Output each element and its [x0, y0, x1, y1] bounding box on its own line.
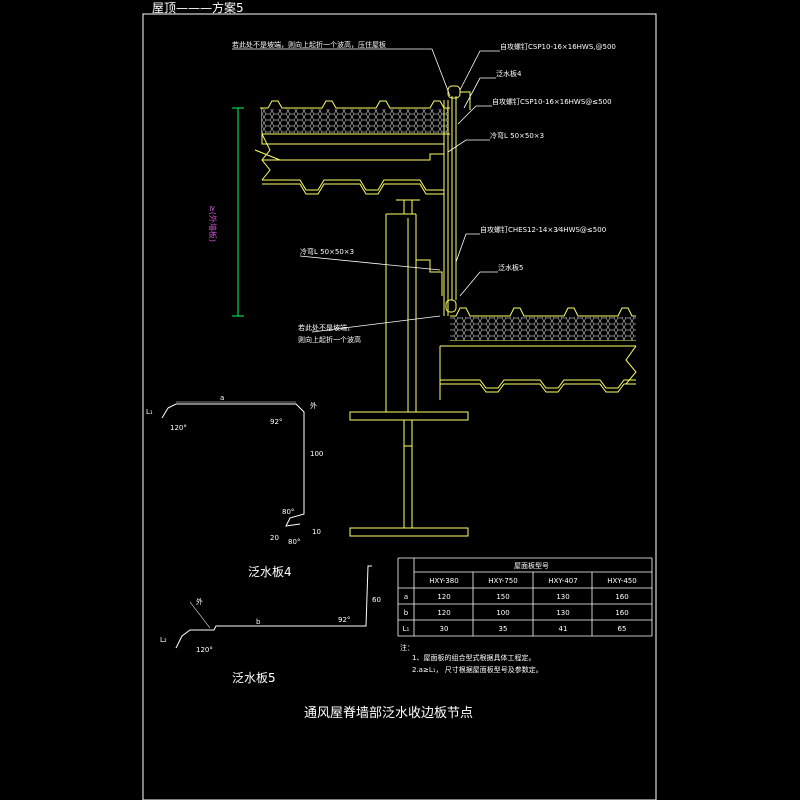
flashing5-angle92: 92° [338, 616, 350, 624]
table-column-header: HXY-450 [607, 577, 636, 585]
drawing-border [142, 13, 657, 800]
vertical-dimension: ≥(外墙板) [208, 107, 244, 317]
table-cell: 120 [437, 609, 450, 617]
callout-flashing5: 泛水板5 [498, 263, 523, 272]
flashing5-b: b [256, 618, 261, 626]
flashing4-dim100: 100 [310, 450, 323, 458]
flashing4-angle1: 120° [170, 424, 187, 432]
callout-angle-low: 冷弯L 50×50×3 [300, 247, 354, 256]
notes-heading: 注： [400, 643, 414, 652]
table-cell: 35 [499, 625, 508, 633]
flashing5-out: 外 [196, 597, 203, 606]
wall-column [349, 85, 471, 537]
table-header: 屋面板型号 [514, 561, 549, 570]
table-cell: 100 [496, 609, 509, 617]
table-column-header: HXY-750 [488, 577, 517, 585]
flashing4-L1: L₁ [146, 408, 153, 416]
leader-lines [232, 48, 500, 333]
table-column-header: HXY-407 [548, 577, 577, 585]
table-cell: 160 [615, 609, 628, 617]
flashing4-angle2: 92° [270, 418, 282, 426]
flashing4-a: a [220, 394, 224, 402]
table-cell: 130 [556, 609, 569, 617]
upper-roof-panel [254, 100, 450, 195]
spec-table [397, 557, 653, 637]
table-cell: 30 [440, 625, 449, 633]
table-column-header: HXY-380 [429, 577, 458, 585]
table-cell: 160 [615, 593, 628, 601]
flashing4-shape [161, 401, 305, 527]
table-row-key: b [404, 609, 409, 617]
flashing4-angle3: 80° [282, 508, 294, 516]
flashing5-L2: L₂ [160, 636, 167, 644]
footer-title: 通风屋脊墙部泛水收边板节点 [304, 706, 473, 721]
callout-angle-top: 冷弯L 50×50×3 [490, 131, 544, 140]
table-cell: 130 [556, 593, 569, 601]
upper-insulation [262, 109, 448, 133]
callout-top-note: 若此处不是坡端，则向上起折一个波高，压住屋板 [232, 40, 386, 49]
flashing5-label: 泛水板5 [232, 671, 276, 685]
table-row-key: a [404, 593, 408, 601]
flashing4-angle4: 80° [288, 538, 300, 546]
notes-line1: 1、屋面板的组合型式根据具体工程定。 [412, 653, 535, 662]
header-title: 屋顶———方案5 [152, 0, 244, 15]
flashing4-dim20: 20 [270, 534, 279, 542]
flashing4-dim10: 10 [312, 528, 321, 536]
flashing5-angle120: 120° [196, 646, 213, 654]
table-cell: 120 [437, 593, 450, 601]
callout-bottom-note-2: 则向上起折一个波高 [298, 335, 361, 344]
flashing5-shape [175, 565, 372, 649]
flashing5-dim60: 60 [372, 596, 381, 604]
table-cell: 41 [559, 625, 568, 633]
callout-screw-low: 自攻螺钉CHES12-14×3⁄4HWS@≤500 [480, 225, 606, 234]
lower-insulation [450, 317, 636, 340]
flashing4-label: 泛水板4 [248, 565, 292, 579]
callout-screw-top: 自攻螺钉CSP10-16×16HWS,@500 [500, 42, 616, 51]
table-cells: HXY-380 HXY-750 HXY-407 HXY-450 a 120 150 130 16… [403, 577, 637, 633]
callout-bottom-note-1: 若此处不是坡端， [298, 323, 354, 332]
table-row-key: L₁ [403, 625, 410, 633]
vertical-dimension-label: ≥(外墙板) [208, 205, 218, 242]
callout-screw-mid: 自攻螺钉CSP10-16×16HWS@≤500 [492, 97, 612, 106]
callout-flashing4: 泛水板4 [496, 69, 522, 78]
table-cell: 150 [496, 593, 509, 601]
flashing4-out: 外 [310, 401, 317, 410]
notes-line2: 2.a≥L₁， 尺寸根据屋面板型号及参数定。 [412, 665, 543, 674]
table-cell: 65 [618, 625, 627, 633]
